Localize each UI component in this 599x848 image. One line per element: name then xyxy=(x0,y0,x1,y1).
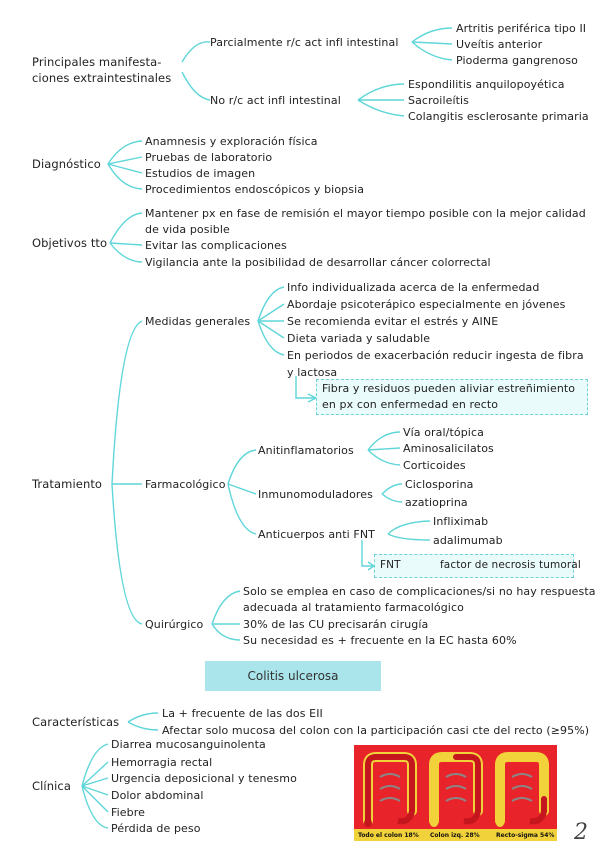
no-relacion-item: Colangitis esclerosante primaria xyxy=(408,110,589,123)
inmunomodulador-item: Ciclosporina xyxy=(405,478,474,491)
fnt-abbrev: FNT xyxy=(380,559,401,571)
colon-extent-figure: Todo el colon 18% Colon izq. 28% Recto-s… xyxy=(354,745,557,841)
clinica-item: Diarrea mucosanguinolenta xyxy=(111,738,266,751)
caracteristicas-item: La + frecuente de las dos EII xyxy=(162,707,323,720)
quirurgico-item: Solo se emplea en caso de complicaciones… xyxy=(243,585,596,598)
clinica-item: Hemorragia rectal xyxy=(111,756,213,769)
no-relacion-label: No r/c act infl intestinal xyxy=(210,94,341,107)
figure-label: Todo el colon 18% xyxy=(358,832,419,839)
colon-diagram-izq xyxy=(429,752,483,827)
figure-legend-bar xyxy=(354,829,557,841)
caracteristicas-item: Afectar solo mucosa del colon con la par… xyxy=(162,724,590,737)
medidas-generales-title: Medidas generales xyxy=(145,315,251,328)
medidas-item: Abordaje psicoterápico especialmente en … xyxy=(287,298,566,311)
antiinflamatorio-item: Vía oral/tópica xyxy=(403,426,484,439)
antiinflamatorio-item: Aminosalicilatos xyxy=(403,442,494,455)
parcial-item: Uveítis anterior xyxy=(456,38,543,51)
quirurgico-item: 30% de las CU precisarán cirugía xyxy=(243,618,429,631)
medidas-item: Se recomienda evitar el estrés y AINE xyxy=(287,315,499,328)
quirurgico-item: adecuada al tratamiento farmacológico xyxy=(243,601,464,614)
parcial-item: Artritis periférica tipo II xyxy=(456,22,587,35)
figure-label: Colon izq. 28% xyxy=(430,832,480,839)
objetivos-item: de vida posible xyxy=(145,223,230,236)
no-relacion-item: Sacroileítis xyxy=(408,94,470,107)
diagnostico-item: Estudios de imagen xyxy=(145,167,256,180)
fnt-definition-box xyxy=(374,554,574,578)
medidas-item: y lactosa xyxy=(287,366,338,379)
objetivos-item: Evitar las complicaciones xyxy=(145,239,287,252)
diagnostico-title: Diagnóstico xyxy=(32,157,101,171)
caracteristicas-title: Características xyxy=(32,715,120,729)
clinica-item: Pérdida de peso xyxy=(111,822,201,835)
diagnostico-item: Pruebas de laboratorio xyxy=(145,151,273,164)
fibra-note: Fibra y residuos pueden aliviar estreñim… xyxy=(322,382,576,395)
manifestaciones-title-1: Principales manifesta- xyxy=(32,55,162,69)
diagnostico-item: Anamnesis y exploración física xyxy=(145,135,318,148)
page-number: 2 xyxy=(574,820,588,845)
parcial-item: Pioderma gangrenoso xyxy=(456,54,578,67)
section-header-colitis: Colitis ulcerosa xyxy=(205,661,381,691)
antiinflamatorios-label: Anitinflamatorios xyxy=(258,444,354,457)
colon-diagram-total xyxy=(363,752,417,827)
clinica-title: Clínica xyxy=(32,779,71,793)
inmunomoduladores-label: Inmunomoduladores xyxy=(258,488,373,501)
manifestaciones-title-2: ciones extraintestinales xyxy=(32,71,172,85)
anticuerpos-label: Anticuerpos anti FNT xyxy=(258,528,375,541)
objetivos-item: Mantener px en fase de remisión el mayor… xyxy=(145,207,586,220)
tratamiento-title: Tratamiento xyxy=(32,477,103,491)
medidas-item: En periodos de exacerbación reducir inge… xyxy=(287,349,584,362)
fibra-note-box xyxy=(316,379,588,415)
quirurgico-title: Quirúrgico xyxy=(145,618,204,631)
fibra-note: en px con enfermedad en recto xyxy=(322,398,499,411)
quirurgico-item: Su necesidad es + frecuente en la EC has… xyxy=(243,634,517,647)
clinica-item: Urgencia deposicional y tenesmo xyxy=(111,772,297,785)
diagnostico-item: Procedimientos endoscópicos y biopsia xyxy=(145,183,365,196)
medidas-item: Dieta variada y saludable xyxy=(287,332,431,345)
figure-label: Recto-sigma 54% xyxy=(496,832,555,839)
objetivos-title: Objetivos tto xyxy=(32,236,108,250)
inmunomodulador-item: azatioprina xyxy=(405,496,468,509)
medidas-item: Info individualizada acerca de la enferm… xyxy=(287,281,540,294)
anticuerpo-item: adalimumab xyxy=(433,534,503,547)
objetivos-item: Vigilancia ante la posibilidad de desarr… xyxy=(145,256,491,269)
no-relacion-item: Espondilitis anquilopoyética xyxy=(408,78,565,91)
clinica-item: Dolor abdominal xyxy=(111,789,204,802)
farmacologico-title: Farmacológico xyxy=(145,478,226,491)
colon-diagram-recto xyxy=(495,752,549,827)
antiinflamatorio-item: Corticoides xyxy=(403,459,466,472)
anticuerpo-item: Infliximab xyxy=(433,515,489,528)
parcial-label: Parcialmente r/c act infl intestinal xyxy=(210,36,399,49)
clinica-item: Fiebre xyxy=(111,806,145,819)
colon-illustrations xyxy=(354,745,557,829)
fnt-definition: factor de necrosis tumoral xyxy=(440,559,581,571)
